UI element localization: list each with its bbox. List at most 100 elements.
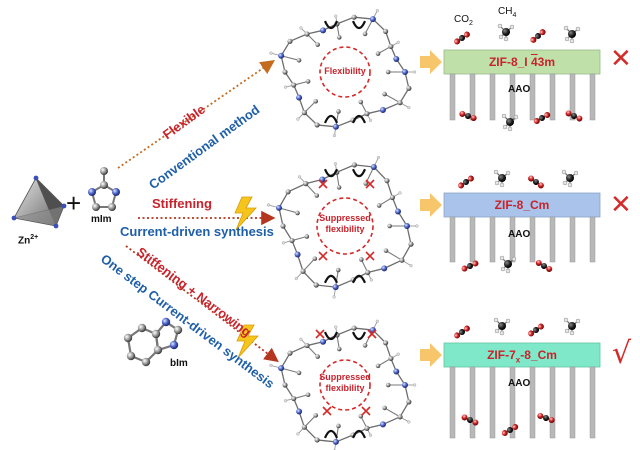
linker-atom [383,340,389,346]
aao-pillar [469,366,476,439]
aao-pillar [569,366,576,439]
hydrogen-atom [368,433,373,437]
zinc-node [296,94,303,101]
linker-atom [389,194,396,201]
aao-pillar [569,216,576,263]
rotation-arc-icon [351,274,367,284]
carbon-atom [296,58,302,63]
membrane-name-top: ZIF-8_I 43m [488,55,556,69]
co2-molecule-icon [454,31,470,45]
bim-molecule-icon [123,317,183,367]
carbon-atom [375,51,381,56]
hydrogen-atom [299,337,303,341]
zinc-node [402,69,408,75]
linker-atom [301,424,307,430]
carbon-atom [295,210,300,216]
carbon-atom [336,35,342,40]
hydrogen-atom [333,162,338,166]
mim-molecule-icon [88,167,120,211]
hydrogen-atom [332,133,337,138]
carbon-atom [336,346,342,352]
membrane-name-mid: ZIF-8_Cm [494,198,550,212]
aao-pillar [569,73,576,121]
block-arrow-icon [420,343,442,367]
co2-molecule-icon [461,260,479,272]
zinc-node [379,106,386,113]
gas-molecules [454,23,583,436]
pore-window-circle [316,197,374,255]
carbon-atom [362,31,368,37]
aao-label-bot: AAO [508,378,531,389]
rotation-arc-icon [351,114,367,124]
linker-atom [406,399,412,405]
hydrogen-atom [369,278,373,282]
co2-molecule-icon [454,325,470,339]
zinc-node [369,16,376,23]
linker-atom [408,241,414,247]
rotation-arc-icon [323,20,339,30]
rotation-arc-icon [351,429,367,439]
rotation-arc-icon [323,429,339,439]
hydrogen-atom [266,203,271,207]
membrane-name-bot: ZIF-7x-8_Cm [487,348,557,365]
hydrogen-atom [415,224,419,228]
zif-cage-stiffened [266,155,419,299]
carbon-atom [336,423,341,429]
cross-icon [365,251,375,261]
ch4-molecule-icon [493,169,511,188]
zinc-node [320,338,327,345]
zinc-node [276,204,283,211]
hydrogen-atom [376,155,381,160]
rotation-arc-icon [351,20,367,30]
hydrogen-atom [413,70,417,74]
rotation-arc-icon [351,331,367,341]
linker-atom [287,38,293,44]
zinc-node [370,163,377,170]
membrane-layer-bot [443,342,601,368]
zinc-node [294,251,301,258]
ch4-molecule-icon [501,113,519,132]
hydrogen-atom [332,295,336,299]
linker-atom [351,14,357,20]
ch4-molecule-icon [563,25,581,44]
hydrogen-atom [396,40,400,44]
linker-atom [399,257,405,263]
linker-atom [287,350,293,356]
rotation-arc-icon [323,114,339,124]
cross-icon [361,406,371,416]
rotation-arc-icon [351,168,367,178]
lightning-icon [236,324,259,359]
aao-pillar [489,366,496,439]
zn-tetrahedron-icon [11,175,67,229]
linker-atom [383,28,389,34]
pore-window-circle [319,46,371,98]
linker-atom [314,122,320,128]
linker-atom [289,237,295,244]
aao-pillar [489,216,496,263]
co2-molecule-icon [537,412,555,424]
linker-atom [351,162,357,168]
linker-atom [300,268,306,274]
hydrogen-atom [334,325,338,329]
carbon-atom [358,413,364,419]
ch4-molecule-icon [499,255,517,274]
linker-atom [397,100,403,106]
aao-pillar [469,216,476,263]
co2-molecule-icon [501,424,519,436]
aao-pillar [549,216,556,263]
carbon-atom [358,99,364,105]
zinc-node [402,382,408,388]
linker-atom [285,189,291,195]
block-arrow-icon [420,193,442,217]
hydrogen-atom [368,118,373,122]
aao-pillar [589,366,596,439]
linker-atom [280,223,286,229]
aao-label-top: AAO [508,84,531,95]
co2-molecule-icon [533,112,551,124]
aao-pillar [509,366,516,439]
carbon-atom [385,69,391,75]
carbon-atom [362,343,368,348]
co2-molecule-icon [461,414,479,426]
